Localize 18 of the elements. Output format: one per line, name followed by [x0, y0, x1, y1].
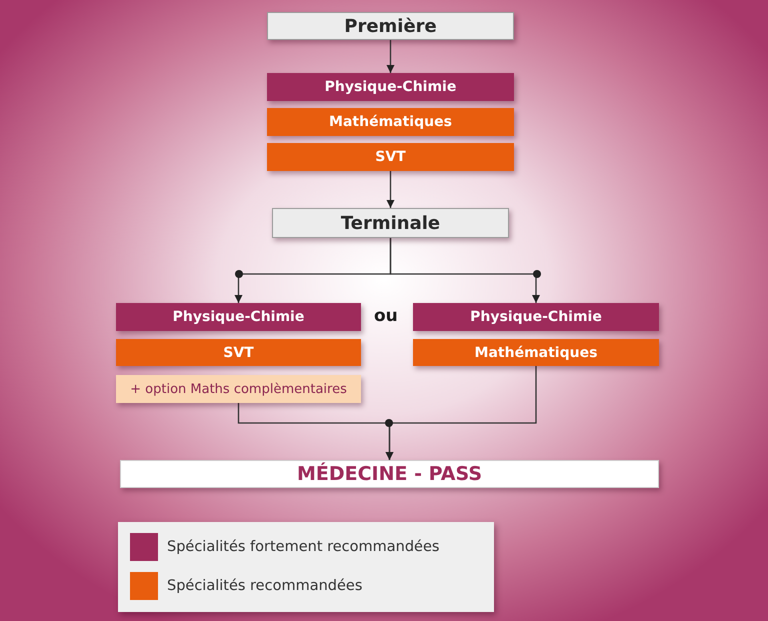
level-box: Première [267, 12, 514, 40]
subject-box: Physique-Chimie [116, 303, 361, 331]
arrow [386, 171, 394, 208]
arrow [386, 40, 394, 73]
subject-box: Mathématiques [413, 339, 659, 366]
legend-text: Spécialités recommandées [167, 578, 362, 594]
subject-box: Mathématiques [267, 108, 514, 136]
subject-box: SVT [267, 143, 514, 171]
arrow [386, 366, 537, 460]
subject-box: Physique-Chimie [413, 303, 659, 331]
or-label: ou [374, 306, 398, 326]
level-box: Terminale [272, 208, 509, 238]
arrow [390, 238, 540, 303]
subject-box: Physique-Chimie [267, 73, 514, 101]
goal-box: MÉDECINE - PASS [120, 460, 659, 488]
option-box: + option Maths complèmentaires [116, 375, 361, 403]
legend-text: Spécialités fortement recommandées [167, 539, 440, 555]
subject-box: SVT [116, 339, 361, 366]
